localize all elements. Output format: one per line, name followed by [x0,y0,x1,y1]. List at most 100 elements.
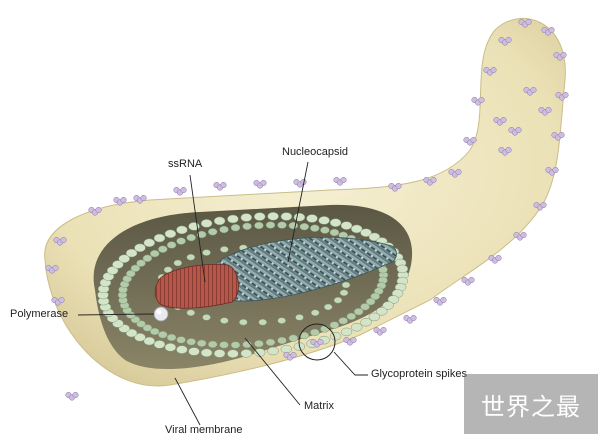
glycoprotein-spike [555,91,569,101]
matrix-bead [340,221,353,230]
matrix-bead [166,333,177,342]
matrix-bead [134,243,146,253]
matrix-bead [149,327,160,336]
matrix-bead [176,225,188,235]
glycoprotein-spike [213,181,227,191]
matrix-bead [220,317,229,324]
glycoprotein-spikes [45,18,569,401]
polymerase-sphere [153,306,169,322]
matrix-bead [142,254,153,262]
matrix-bead [207,340,218,349]
matrix-bead [299,223,310,231]
glycoprotein-spike [483,66,497,76]
matrix-bead [153,233,166,243]
matrix-bead [149,249,160,258]
glycoprotein-spike [498,146,512,156]
matrix-bead [200,219,213,228]
glycoprotein-spike [508,126,522,136]
glycoprotein-spike [463,136,477,146]
matrix-bead [130,264,141,272]
matrix-bead [368,312,381,322]
matrix-bead [230,341,241,349]
matrix-bead [360,228,372,237]
polymerase-label: Polymerase [10,308,69,320]
matrix-bead [253,212,266,221]
nucleocapsid-label: Nucleocapsid [282,146,349,158]
glycoprotein-spike [493,116,507,126]
glycoprotein-spike [523,86,537,96]
matrix-bead [242,222,252,230]
matrix-bead [118,254,130,263]
matrix-bead [158,245,168,253]
glycoprotein-spike [333,176,347,186]
matrix-bead [239,319,248,326]
glycoprotein-spike [513,231,527,241]
matrix-bead [186,309,196,316]
matrix-bead [186,254,196,261]
matrix-bead [376,307,388,316]
matrix-bead [258,319,267,326]
matrix-bead [277,336,287,345]
glycoprotein-spike [551,131,565,141]
matrix-bead [329,321,340,329]
matrix-bead [360,317,372,327]
matrix-bead [227,214,239,224]
matrix-bead [164,229,177,239]
matrix-bead [143,238,156,248]
matrix-bead [207,228,218,236]
matrix-bead [186,233,196,242]
glycoprotein-spike [373,326,387,336]
matrix-bead [254,221,264,230]
matrix-bead [329,218,342,227]
watermark-badge: 世界之最 [464,374,598,434]
polymerase-leader [77,313,155,316]
ssrna-leader [189,174,206,283]
glycoprotein-spike [545,166,559,176]
matrix-label: Matrix [304,400,334,412]
glycoprotein-spike [448,168,462,178]
matrix-bead [370,292,380,301]
matrix-bead [230,224,241,232]
matrix-bead [329,331,342,341]
matrix-bead [333,297,343,304]
matrix-bead [202,314,211,321]
matrix-bead [213,216,226,226]
matrix-beads [97,212,409,358]
matrix-bead [265,338,276,346]
matrix-bead [176,336,186,344]
matrix-bead [153,340,166,349]
matrix-bead [220,246,229,253]
matrix-bead [324,303,333,311]
watermark-text: 世界之最 [481,392,581,421]
matrix-bead [338,317,348,325]
matrix-bead [106,266,119,275]
matrix-leader [244,337,301,406]
glycoprotein-spike [533,201,547,211]
matrix-bead [310,224,320,232]
matrix-bead [219,225,229,234]
matrix-bead [166,241,177,249]
matrix-bead [306,214,318,223]
glycoprotein-spike [433,296,447,306]
matrix-bead [387,295,400,304]
nucleocapsid-leader [287,161,309,263]
glycoprotein-spike [461,276,475,286]
glycoprotein-spike [388,182,402,192]
glycoprotein-spike [51,296,65,306]
matrix-bead [360,303,370,311]
matrix-bead [213,349,226,358]
matrix-bead [295,314,304,321]
matrix-bead [136,259,146,267]
glycoprotein-spike [541,26,555,36]
glycoprotein-spike [310,338,324,348]
glycoprotein-spike [53,236,67,246]
matrix-bead [365,298,376,306]
glycoprotein-spike [538,106,552,116]
matrix-bead [267,346,279,356]
ssrna-label: ssRNA [168,158,203,170]
matrix-bead [125,328,138,338]
matrix-bead [280,344,293,354]
matrix-bead [176,237,186,245]
matrix-bead [320,226,330,234]
